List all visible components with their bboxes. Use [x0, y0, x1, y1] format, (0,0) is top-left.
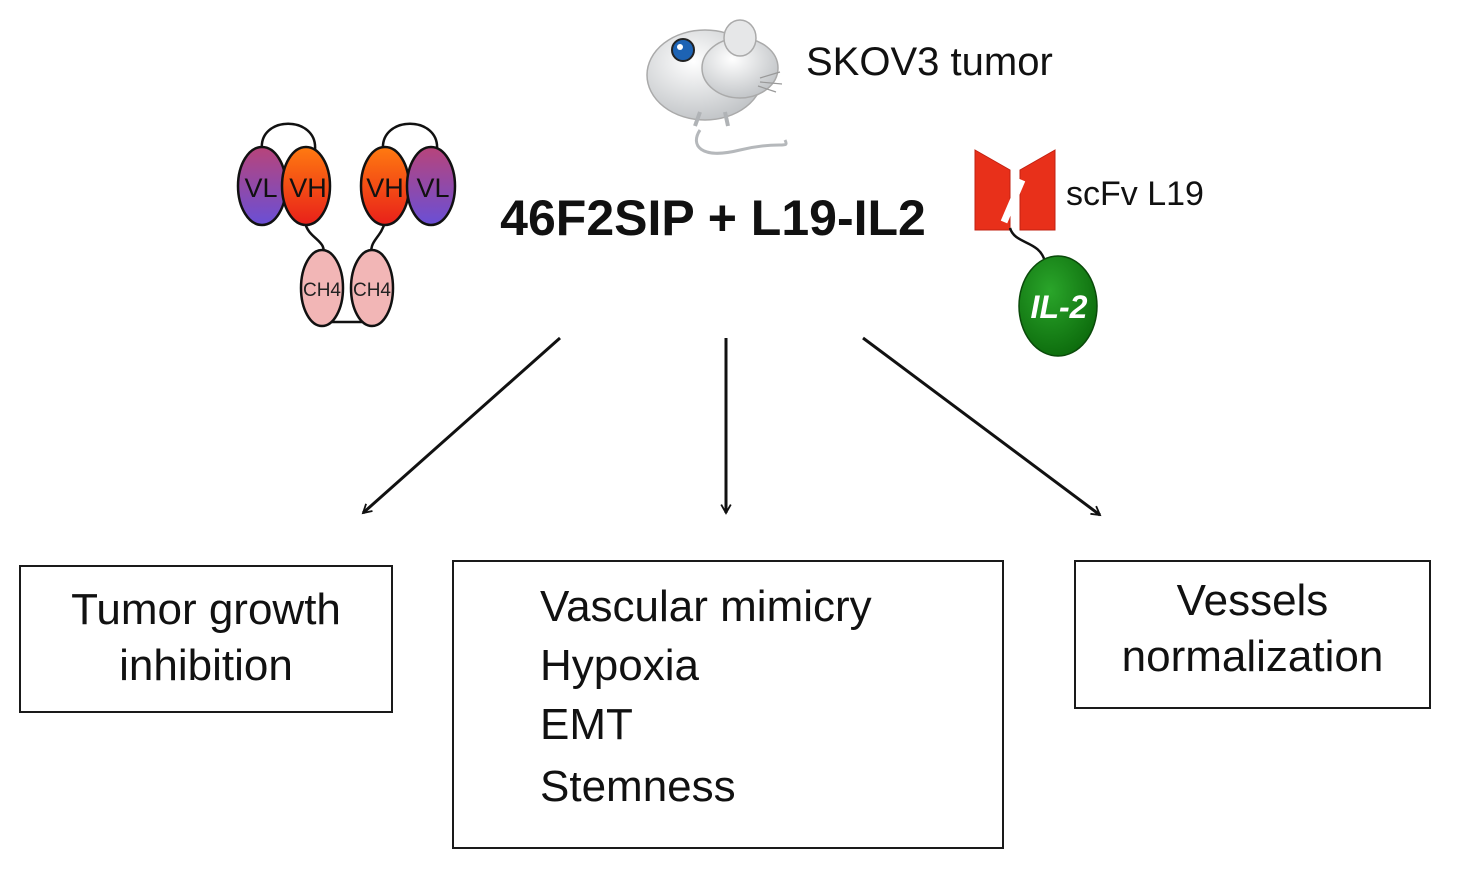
vh-label-right: VH	[366, 173, 404, 203]
vl-label-right: VL	[416, 173, 449, 203]
vl-label-left: VL	[244, 173, 277, 203]
outcome-item-hypoxia: Hypoxia	[540, 641, 699, 690]
outcome-box-tumor-growth: Tumor growth inhibition	[19, 565, 393, 713]
antibody-diagram: VL VH VH VL CH4 CH4	[236, 122, 457, 328]
ch4-label-left: CH4	[303, 280, 341, 301]
scfv-l19-icon	[974, 149, 1056, 263]
scfv-label: scFv L19	[1066, 175, 1204, 213]
arrow-right	[862, 336, 1102, 517]
vl-domain-right	[405, 145, 457, 227]
il2-icon	[1018, 255, 1098, 357]
tumor-label: SKOV3 tumor	[806, 40, 1053, 84]
outcome-line-1: Tumor growth	[71, 585, 341, 634]
outcome-item-stemness: Stemness	[540, 762, 736, 811]
outcome-box-vascular-effects: Vascular mimicry Hypoxia EMT Stemness	[452, 560, 1004, 849]
arrow-left	[361, 336, 561, 515]
outcome-item-vascular-mimicry: Vascular mimicry	[540, 582, 872, 631]
vh-label-left: VH	[289, 173, 327, 203]
il2-label: IL-2	[1031, 289, 1088, 325]
treatment-title: 46F2SIP + L19-IL2	[500, 190, 926, 246]
ch4-label-right: CH4	[353, 280, 391, 301]
outcome-item-emt: EMT	[540, 700, 633, 749]
outcome-line-2: inhibition	[119, 641, 293, 690]
outcome-line-1: Vessels	[1176, 576, 1329, 625]
ch4-domain-right	[349, 248, 395, 328]
vh-domain-left	[280, 145, 332, 227]
outcome-line-2: normalization	[1121, 632, 1384, 681]
mouse-icon	[646, 19, 788, 155]
outcome-box-vessels-normalization: Vessels normalization	[1074, 560, 1431, 709]
ch4-domain-left	[299, 248, 345, 328]
